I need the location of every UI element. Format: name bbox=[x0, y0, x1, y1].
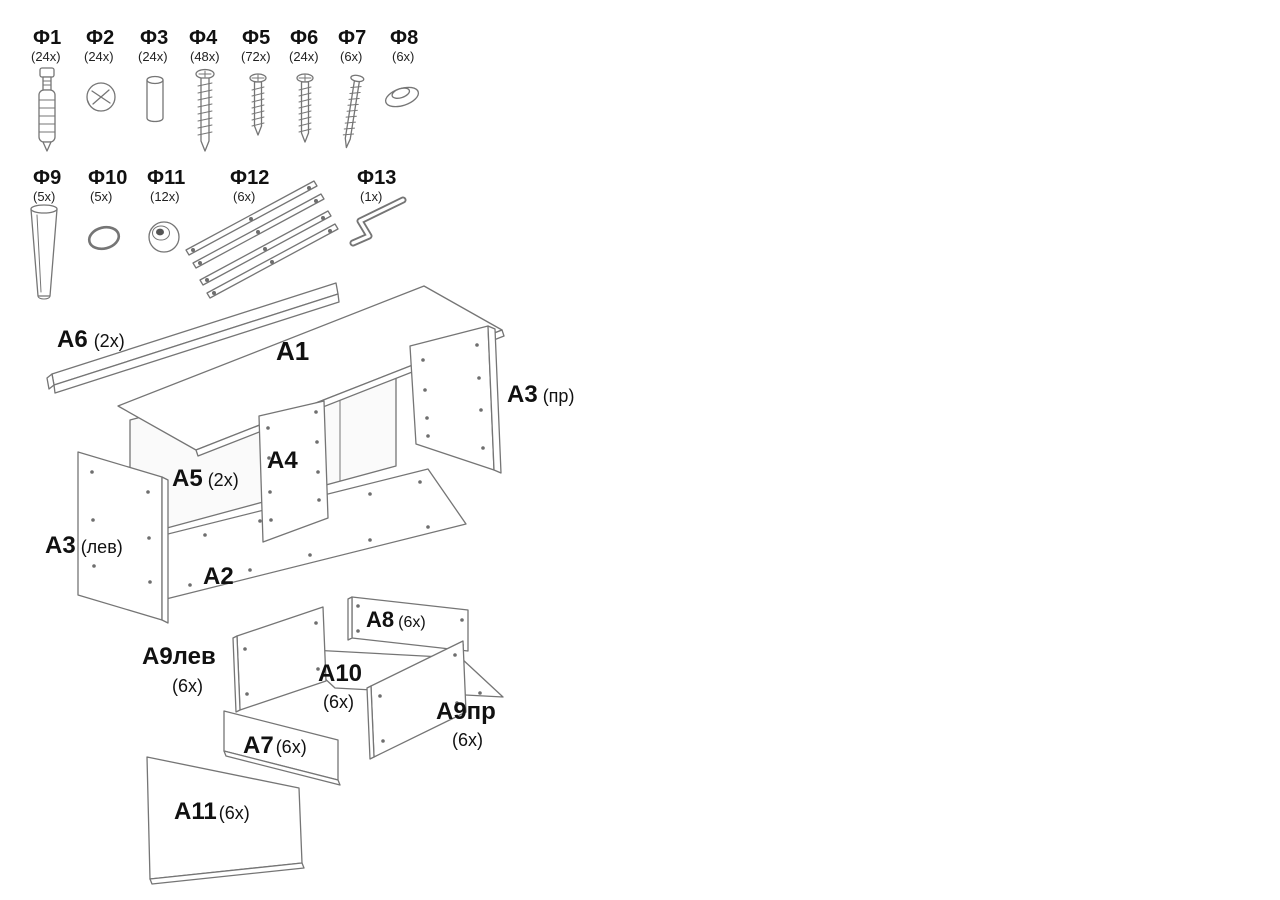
oval-pad-icon bbox=[87, 225, 121, 251]
hardware-legend: Ф1 (24x) Ф2 (24x) Ф3 (24x) bbox=[30, 27, 420, 300]
hardware-id-f8: Ф8 bbox=[390, 27, 418, 49]
panel-a6 bbox=[46, 282, 340, 394]
label-a3-right: A3(пр) bbox=[507, 381, 574, 408]
label-a10: A10 (6x) bbox=[318, 660, 362, 712]
hardware-id-f11: Ф11 bbox=[147, 167, 185, 189]
washer-cap-icon bbox=[384, 86, 420, 108]
hardware-qty-f5: (72x) bbox=[241, 49, 271, 64]
label-a6: A6(2x) bbox=[57, 326, 125, 353]
hardware-item-f11: Ф11 (12x) bbox=[147, 167, 185, 253]
svg-text:A9пр: A9пр bbox=[436, 698, 496, 725]
panel-a7 bbox=[223, 710, 341, 786]
label-a9-left: A9лев (6x) bbox=[142, 643, 216, 696]
hardware-qty-f10: (5x) bbox=[90, 189, 112, 204]
hardware-id-f2: Ф2 bbox=[86, 27, 114, 49]
hardware-id-f1: Ф1 bbox=[33, 27, 61, 49]
label-a3-left: A3(лев) bbox=[45, 532, 123, 559]
hardware-qty-f13: (1x) bbox=[360, 189, 382, 204]
hardware-item-f7: Ф7 (6x) bbox=[338, 27, 366, 149]
hardware-item-f1: Ф1 (24x) bbox=[31, 27, 61, 152]
hardware-id-f4: Ф4 bbox=[189, 27, 218, 49]
svg-text:A10: A10 bbox=[318, 660, 362, 687]
panel-a3-right bbox=[409, 325, 502, 474]
hardware-item-f12: Ф12 (6x) bbox=[185, 167, 339, 299]
hardware-qty-f4: (48x) bbox=[190, 49, 220, 64]
cam-lock-icon bbox=[86, 82, 116, 112]
minifix-bolt-icon bbox=[38, 67, 56, 152]
hardware-qty-f8: (6x) bbox=[392, 49, 414, 64]
hardware-qty-f12: (6x) bbox=[233, 189, 255, 204]
panel-labels: A6(2x) A1 A3(пр) A5(2x) A4 A3(лев) A2 A8… bbox=[45, 326, 574, 825]
svg-text:(6x): (6x) bbox=[323, 692, 354, 712]
panel-a9-left bbox=[232, 606, 327, 713]
exploded-view: A6(2x) A1 A3(пр) A5(2x) A4 A3(лев) A2 A8… bbox=[45, 282, 574, 885]
screw-f5-icon bbox=[249, 73, 267, 136]
hardware-item-f8: Ф8 (6x) bbox=[384, 27, 420, 108]
hardware-item-f6: Ф6 (24x) bbox=[289, 27, 319, 143]
label-a11: A11(6x) bbox=[174, 798, 250, 825]
hardware-qty-f2: (24x) bbox=[84, 49, 114, 64]
panel-a11 bbox=[146, 756, 305, 885]
hardware-item-f10: Ф10 (5x) bbox=[87, 167, 127, 251]
hardware-qty-f6: (24x) bbox=[289, 49, 319, 64]
hardware-qty-f3: (24x) bbox=[138, 49, 168, 64]
svg-text:A9лев: A9лев bbox=[142, 643, 216, 670]
hardware-qty-f9: (5x) bbox=[33, 189, 55, 204]
hardware-id-f3: Ф3 bbox=[140, 27, 168, 49]
svg-text:(6x): (6x) bbox=[172, 676, 203, 696]
hardware-id-f13: Ф13 bbox=[357, 167, 396, 189]
knob-icon bbox=[148, 221, 180, 253]
wood-dowel-icon bbox=[146, 75, 164, 123]
label-a1: A1 bbox=[276, 336, 309, 366]
hardware-id-f6: Ф6 bbox=[290, 27, 318, 49]
label-a4: A4 bbox=[267, 447, 298, 474]
svg-text:(6x): (6x) bbox=[452, 730, 483, 750]
label-a5: A5(2x) bbox=[172, 465, 239, 492]
hardware-item-f4: Ф4 (48x) bbox=[189, 27, 220, 152]
long-screw-icon bbox=[342, 74, 365, 149]
panel-a4 bbox=[258, 400, 329, 543]
panel-a9-right bbox=[366, 640, 467, 760]
screw-f6-icon bbox=[296, 73, 314, 143]
hardware-qty-f11: (12x) bbox=[150, 189, 180, 204]
label-a8: A8(6x) bbox=[366, 607, 426, 632]
label-a2: A2 bbox=[203, 563, 234, 590]
hardware-item-f9: Ф9 (5x) bbox=[30, 167, 61, 300]
hardware-id-f10: Ф10 bbox=[88, 167, 127, 189]
hardware-id-f12: Ф12 bbox=[230, 167, 269, 189]
hardware-id-f7: Ф7 bbox=[338, 27, 366, 49]
hardware-item-f5: Ф5 (72x) bbox=[241, 27, 271, 136]
label-a7: A7(6x) bbox=[243, 732, 307, 759]
hardware-item-f3: Ф3 (24x) bbox=[138, 27, 168, 123]
hardware-item-f13: Ф13 (1x) bbox=[349, 167, 407, 247]
hardware-qty-f1: (24x) bbox=[31, 49, 61, 64]
panel-a3-left bbox=[77, 451, 169, 624]
furniture-leg-icon bbox=[30, 204, 58, 300]
hex-key-icon bbox=[349, 196, 407, 247]
hardware-item-f2: Ф2 (24x) bbox=[84, 27, 116, 112]
confirmat-screw-icon bbox=[195, 68, 215, 152]
hardware-id-f9: Ф9 bbox=[33, 167, 61, 189]
drawer-slides-icon bbox=[185, 180, 339, 299]
label-a9-right: A9пр (6x) bbox=[436, 698, 496, 750]
hardware-id-f5: Ф5 bbox=[242, 27, 270, 49]
hardware-qty-f7: (6x) bbox=[340, 49, 362, 64]
